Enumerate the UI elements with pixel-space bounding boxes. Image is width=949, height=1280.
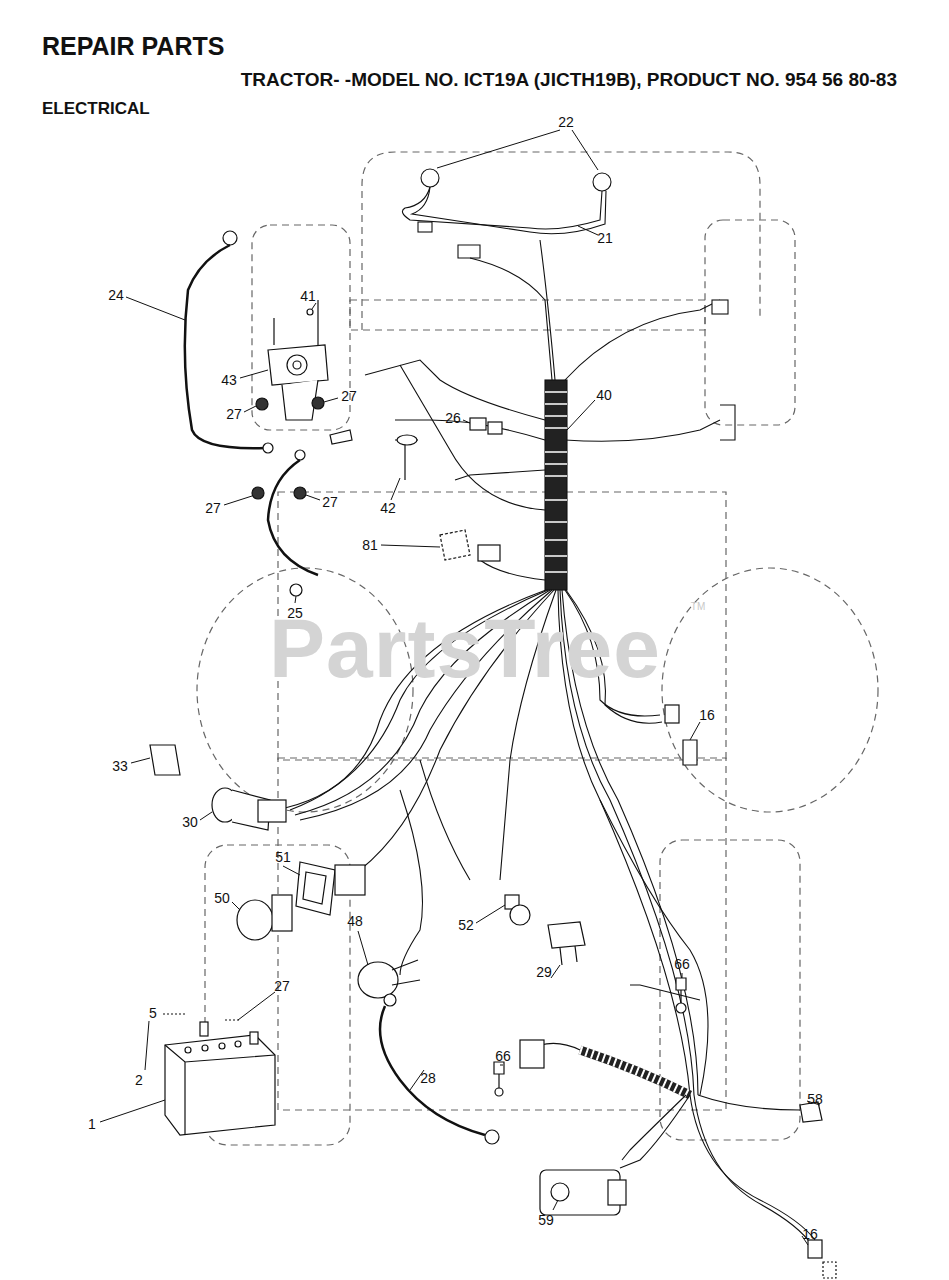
components — [150, 231, 836, 1278]
wiring — [285, 169, 815, 1245]
watermark: PartsTree — [269, 606, 661, 690]
callout-number: 81 — [362, 538, 378, 552]
callout-number: 27 — [226, 407, 242, 421]
callout-number: 50 — [214, 891, 230, 905]
callout-number: 58 — [807, 1092, 823, 1106]
callout-number: 26 — [445, 411, 461, 425]
callout-number: 43 — [221, 373, 237, 387]
leader-lines — [100, 130, 820, 1245]
callout-number: 5 — [149, 1006, 157, 1020]
callout-number: 51 — [275, 850, 291, 864]
callout-number: 2 — [135, 1073, 143, 1087]
callout-number: 16 — [699, 708, 715, 722]
callout-number: 30 — [182, 815, 198, 829]
callout-number: 66 — [674, 957, 690, 971]
callout-number: 59 — [538, 1213, 554, 1227]
callout-number: 27 — [274, 979, 290, 993]
callout-number: 66 — [495, 1049, 511, 1063]
trademark: TM — [691, 602, 705, 612]
callout-number: 33 — [112, 759, 128, 773]
callout-number: 28 — [420, 1071, 436, 1085]
callout-number: 52 — [458, 918, 474, 932]
section-name: ELECTRICAL — [42, 100, 150, 117]
callout-number: 16 — [802, 1227, 818, 1241]
callout-number: 42 — [380, 501, 396, 515]
callout-number: 48 — [347, 914, 363, 928]
callout-number: 41 — [300, 289, 316, 303]
callout-number: 22 — [558, 115, 574, 129]
callout-number: 27 — [341, 389, 357, 403]
callout-number: 29 — [536, 965, 552, 979]
callout-number: 1 — [88, 1117, 96, 1131]
page-title: REPAIR PARTS — [42, 34, 224, 59]
callout-number: 27 — [205, 501, 221, 515]
callout-number: 40 — [596, 388, 612, 402]
callout-number: 24 — [108, 288, 124, 302]
callout-number: 21 — [597, 231, 613, 245]
tractor-outline — [197, 152, 878, 1145]
callout-number: 27 — [322, 495, 338, 509]
model-line: TRACTOR- -MODEL NO. ICT19A (JICTH19B), P… — [241, 70, 897, 89]
